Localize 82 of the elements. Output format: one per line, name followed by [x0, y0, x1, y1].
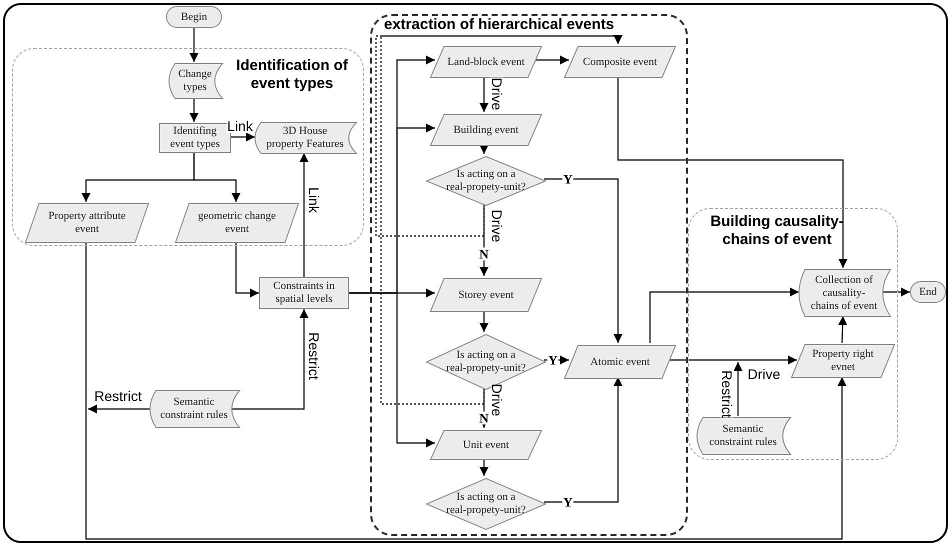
node-text: Identifing event types	[169, 125, 221, 151]
node-text: 3D House property Features	[265, 125, 345, 151]
arrow	[349, 292, 435, 448]
node-text: Building event	[452, 124, 520, 136]
node-text: Property attribute event	[47, 210, 127, 236]
arrow	[734, 362, 742, 416]
group-frame	[688, 208, 898, 460]
node-text: Change types	[177, 68, 213, 94]
edge-label: Restrict	[94, 389, 142, 403]
event-parallelogram	[430, 430, 542, 460]
dotted-arrow	[380, 35, 622, 405]
group-frame	[12, 48, 364, 246]
arrow	[617, 76, 848, 268]
arrow	[85, 242, 846, 540]
arrow	[480, 310, 488, 332]
arrow	[480, 458, 488, 476]
node-text: Semantic constraint rules	[708, 423, 778, 449]
node-text: Atomic event	[589, 356, 651, 368]
event-parallelogram	[175, 203, 299, 243]
decision-diamond	[426, 478, 546, 530]
group-title: extraction of hierarchical events	[384, 16, 616, 34]
terminator-box	[910, 281, 946, 303]
group-frame	[370, 14, 688, 536]
edge-label: Restrict	[720, 370, 734, 418]
decision-diamond	[426, 156, 546, 206]
node-text: Semantic constraint rules	[159, 396, 229, 422]
terminator-box	[166, 6, 222, 28]
edge-label: Y	[562, 172, 574, 186]
node-text: Is acting on a real-propety-unit?	[445, 168, 527, 194]
node-text: Is acting on a real-propety-unit?	[445, 349, 527, 375]
node-text: Storey event	[457, 288, 515, 302]
data-box	[253, 122, 357, 154]
annotation-text: Drive	[490, 210, 504, 242]
arrow	[88, 404, 151, 414]
arrow	[235, 242, 259, 298]
node-text: Is acting on a real-propety-unit?	[445, 491, 527, 517]
arrow	[193, 152, 240, 202]
event-parallelogram	[564, 46, 676, 78]
edge-label: N	[478, 248, 490, 260]
node-text: Constraints in spatial levels	[272, 280, 336, 306]
annotation-text: Drive	[490, 384, 504, 416]
arrow	[300, 153, 308, 277]
event-parallelogram	[430, 114, 542, 146]
arrow	[649, 288, 799, 343]
edge-label: Link	[307, 187, 321, 213]
group-title: Identification of event types	[235, 57, 349, 93]
arrow	[190, 28, 198, 62]
arrow	[544, 178, 622, 343]
edge-label: N	[478, 412, 490, 424]
event-parallelogram	[430, 46, 542, 78]
edge-label: Y	[562, 496, 574, 508]
data-box	[148, 390, 240, 428]
data-box	[695, 417, 791, 455]
event-parallelogram	[564, 345, 676, 379]
node-text: geometric change event	[197, 210, 277, 236]
node-text: Property right evnet	[811, 348, 875, 374]
arrow	[480, 204, 488, 276]
arrow	[544, 377, 622, 503]
node-text: Composite event	[582, 56, 658, 68]
edge-label: Drive	[748, 367, 780, 381]
edge-label: Link	[227, 119, 253, 133]
node-text: End	[918, 286, 938, 298]
arrow	[480, 76, 488, 112]
node-text: Land-block event	[446, 56, 526, 68]
data-box	[797, 269, 891, 317]
data-box	[167, 63, 223, 99]
node-text: Unit event	[462, 438, 510, 452]
node-text: Collection of causality-chains of event	[810, 274, 878, 312]
arrow	[232, 309, 308, 410]
arrow	[230, 132, 255, 142]
node-text: Begin	[180, 10, 208, 24]
event-parallelogram	[791, 344, 895, 378]
arrow	[882, 288, 910, 296]
event-parallelogram	[430, 278, 542, 312]
edge-label: Restrict	[307, 332, 321, 380]
edge-label: Drive	[490, 78, 504, 110]
event-parallelogram	[25, 203, 149, 243]
edge-label: Y	[547, 354, 559, 366]
arrow	[190, 98, 198, 122]
arrow	[838, 316, 848, 344]
process-box	[259, 277, 349, 309]
group-title: Building causality-chains of event	[709, 213, 845, 249]
